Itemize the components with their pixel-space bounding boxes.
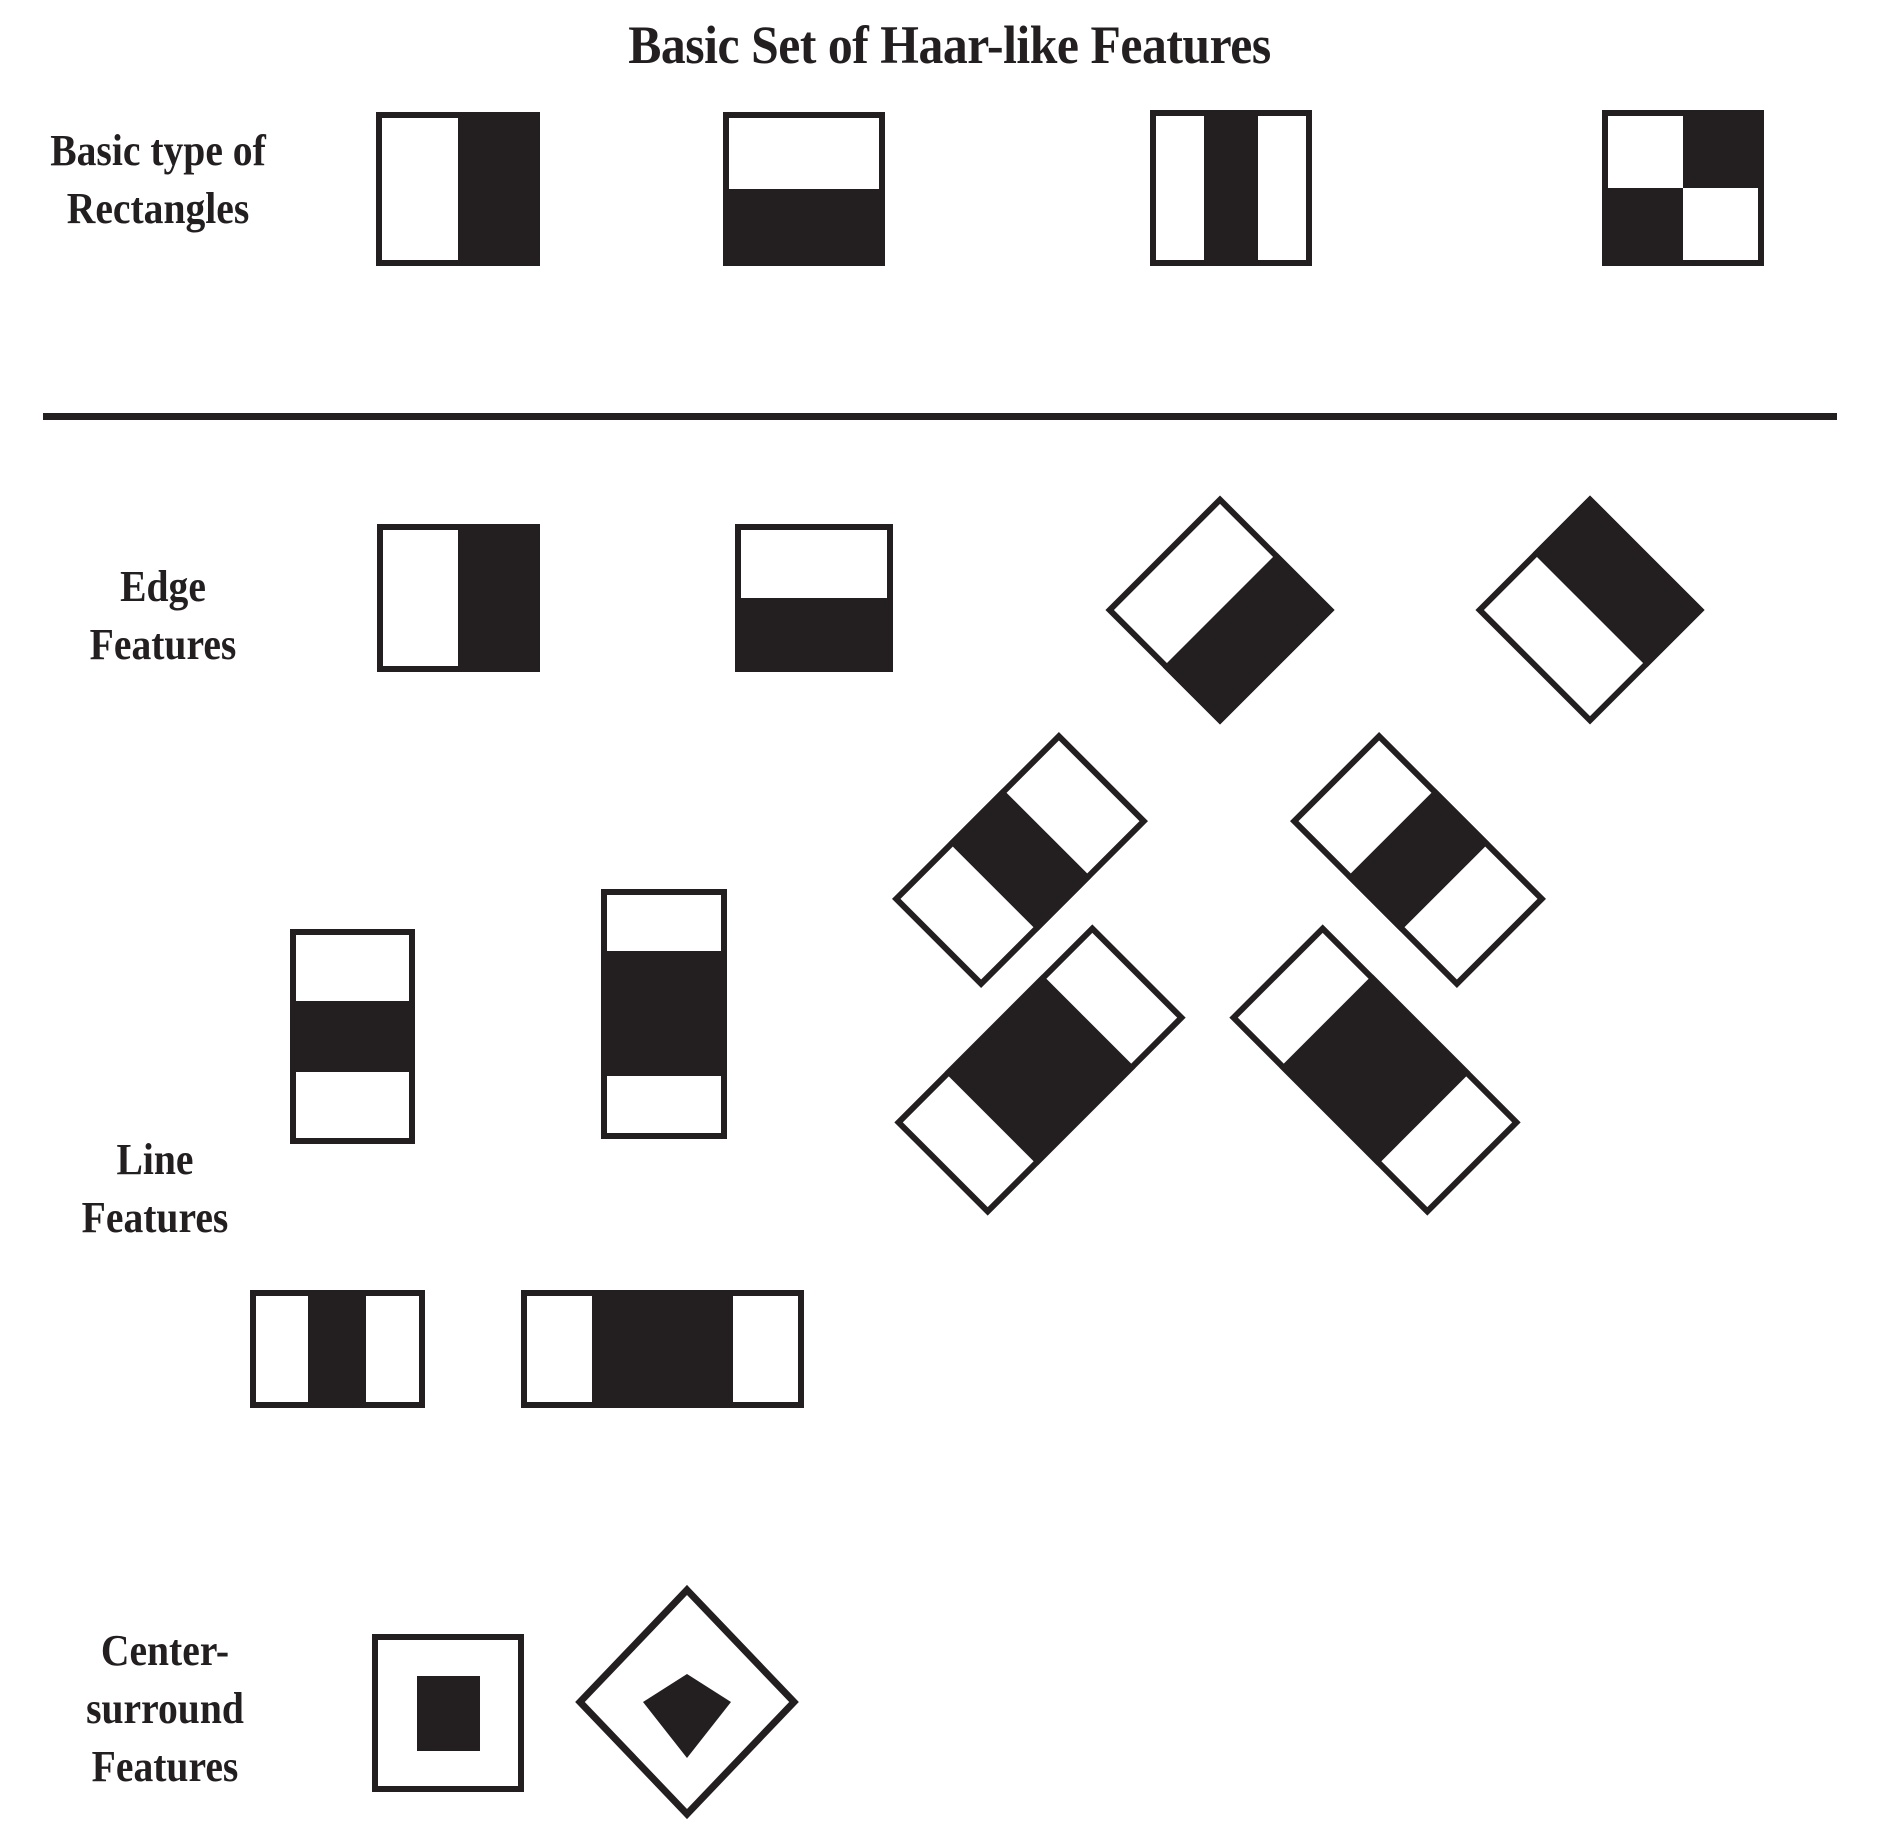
row-label-basic-type-of-rectangles: Basic type of Rectangles: [50, 126, 266, 234]
feature-edge-rot45-a: [1105, 495, 1335, 725]
feature-center-surround-rot45: [572, 1582, 802, 1822]
feature-line-rot45-thick-a: [880, 910, 1200, 1230]
feature-line-rot45-thin-a: [885, 725, 1155, 995]
page-title: Basic Set of Haar-like Features: [628, 15, 1271, 75]
feature-line-rot45-thick-b: [1215, 910, 1535, 1230]
feature-edge-vertical: [377, 524, 540, 672]
feature-two-rect-horizontal: [723, 112, 885, 266]
feature-edge-rot45-b: [1475, 495, 1705, 725]
feature-line-vertical-thick: [521, 1290, 804, 1408]
section-divider: [43, 413, 1837, 420]
row-label-line-features: Line Features: [81, 1135, 229, 1243]
feature-two-rect-vertical: [376, 112, 540, 266]
feature-three-rect-vertical: [1150, 110, 1312, 266]
feature-line-horizontal-thick: [601, 889, 727, 1139]
feature-four-rect-checker: [1602, 110, 1764, 266]
feature-line-horizontal-thin: [290, 929, 415, 1144]
feature-line-vertical-thin: [250, 1290, 425, 1408]
row-label-edge-features: Edge Features: [89, 562, 237, 670]
row-label-center-surround-features: Center- surround Features: [86, 1626, 244, 1792]
feature-center-surround-upright: [372, 1634, 524, 1792]
feature-line-rot45-thin-b: [1283, 725, 1553, 995]
feature-edge-horizontal: [735, 524, 893, 672]
